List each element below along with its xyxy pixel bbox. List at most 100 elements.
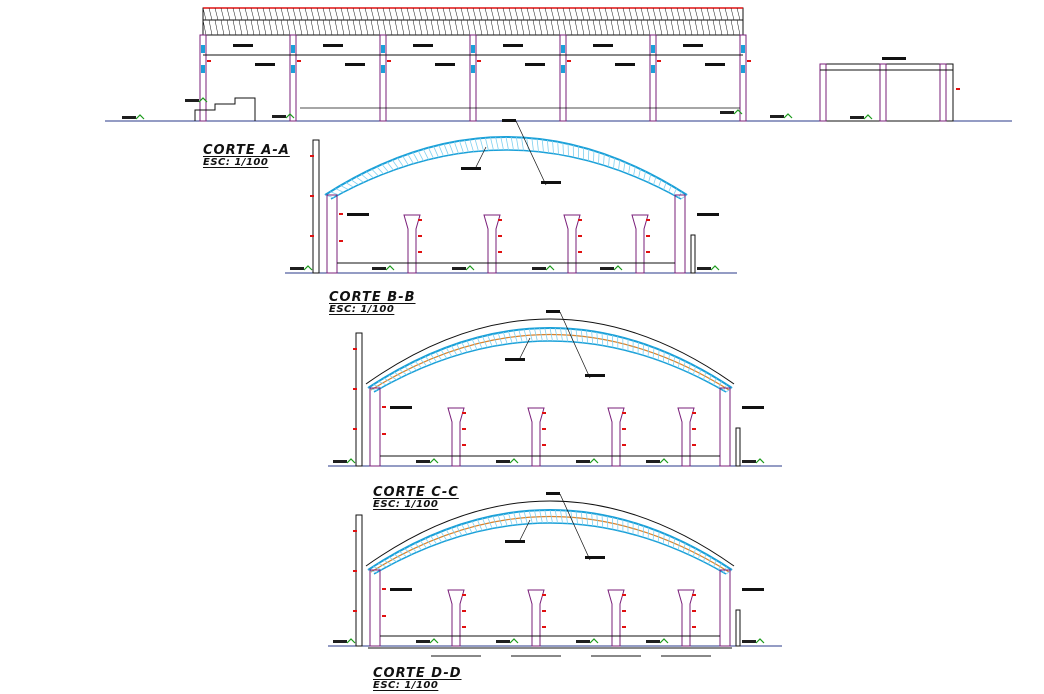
arch-lattice-web [697,369,702,378]
leader-line [519,337,531,359]
arch-lattice-web [606,515,609,529]
arch-lattice-web [456,343,463,354]
red-dimension-mark [339,240,343,242]
truss-web [586,19,591,36]
arch-lattice-web [657,531,660,543]
truss-web [310,7,315,21]
truss-web [406,19,411,36]
arch-lattice-web [647,345,650,357]
truss-web [640,19,645,36]
truss-web [712,19,717,36]
column-blue-mark [561,45,565,53]
arch-lattice-web [628,164,631,175]
section-b-b-label: CORTE B-B [329,290,416,305]
level-triangle-icon [659,458,669,464]
truss-web [388,19,393,36]
arch-lattice-web [383,559,392,565]
red-dimension-mark [477,60,481,62]
arch-lattice-web [433,146,439,158]
arch-lattice-web [677,358,681,369]
truss-web [328,7,333,21]
truss-web [286,7,291,21]
arch-lattice-web [672,356,676,367]
red-dimension-mark [310,235,314,237]
truss-web [316,19,321,36]
red-dimension-mark [622,444,626,446]
annotation-tag [413,44,433,47]
arch-lattice-web [643,171,647,181]
arch-lattice-web [487,516,493,529]
section-d-d-scale: ESC: 1/100 [373,680,439,691]
section-a-a-title: CORTE A-A ESC: 1/100 [203,143,290,168]
red-dimension-mark [387,60,391,62]
level-triangle-icon [589,458,599,464]
arch-lattice-web [409,545,418,553]
right-jamb [690,234,696,274]
arch-lattice-web [424,355,433,365]
level-tag [646,640,660,643]
truss-web [460,7,465,21]
interior-column [677,589,695,647]
annotation-tag [742,588,764,591]
truss-web [406,7,411,21]
arch-lattice-web [647,527,650,539]
column-blue-mark [201,45,205,53]
level-triangle-icon [755,458,765,464]
arch-lattice-web [393,553,402,560]
level-triangle-icon [710,265,720,271]
arch-lattice-web [642,343,644,356]
level-triangle-icon [465,265,475,271]
level-triangle-icon [429,638,439,644]
truss-web [436,7,441,21]
arch-lattice-web [544,509,548,524]
red-dimension-mark [310,195,314,197]
roof-cover-line [365,318,735,385]
truss-web [376,19,381,36]
truss-web [688,7,693,21]
red-dimension-mark [382,406,386,408]
arch-lattice-web [391,159,399,169]
level-triangle-icon [509,458,519,464]
arch-lattice-web [591,331,594,345]
arch-orange-chord [370,334,730,391]
side-wall-left [369,387,381,467]
truss-web [628,7,633,21]
level-tag [720,111,734,114]
arch-lattice-web [687,363,691,373]
red-dimension-mark [418,219,422,221]
truss-web [700,7,705,21]
arch-lattice-web [692,548,696,557]
truss-web [232,7,237,21]
right-jamb [735,427,741,467]
longitudinal-elevation [105,7,1012,122]
red-dimension-mark [353,428,357,430]
red-dimension-mark [462,594,466,596]
truss-web [580,19,585,36]
truss-web [586,7,591,21]
arch-lattice-web [445,529,453,540]
truss-web [532,19,537,36]
truss-web [274,7,279,21]
arch-lattice-web [438,144,444,157]
arch-lattice-web [435,533,443,543]
arch-lattice-web [526,137,529,151]
truss-web [634,19,639,36]
arch-lattice-web [388,556,397,563]
truss-web [730,7,735,21]
truss-web [268,7,273,21]
arch-lattice-web [528,510,533,524]
arch-lattice-web [497,332,503,345]
side-wall-left [369,569,381,647]
column-blue-mark [201,65,205,73]
interior-column [631,214,649,274]
arch-lattice-web [469,139,474,152]
level-tag [333,640,347,643]
section-b-b-scale: ESC: 1/100 [329,304,395,315]
truss-web [226,19,231,36]
level-triangle-icon [346,458,356,464]
truss-web [610,19,615,36]
arch-lattice-web [642,525,644,538]
arch-lattice-web [692,366,696,375]
arch-lattice-web [539,328,543,342]
